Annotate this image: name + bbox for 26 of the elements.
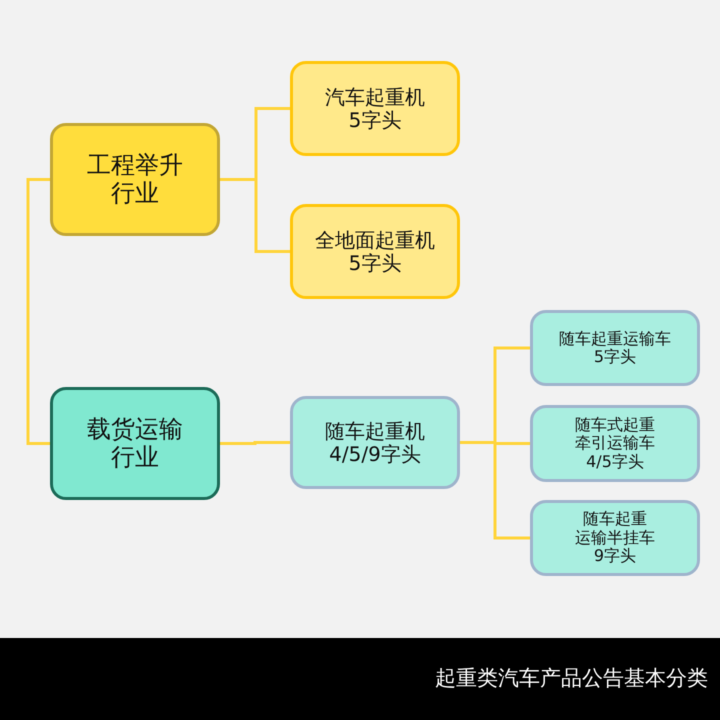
crane-type-label: 全地面起重机	[315, 228, 435, 252]
series-code-label: 4/5字头	[586, 452, 644, 472]
connector-line	[220, 178, 290, 253]
vehicle-type-box	[530, 500, 700, 576]
crane-type-label: 汽车起重机	[325, 86, 425, 108]
industry-box	[50, 123, 220, 236]
caption: 起重类汽车产品公告基本分类	[435, 666, 708, 692]
series-code-label: 5字头	[348, 108, 402, 132]
series-code-label: 9字头	[594, 547, 636, 566]
series-code-label: 5字头	[594, 348, 636, 366]
vehicle-type-label: 随车起重运输半挂车	[575, 510, 655, 548]
vehicle-type-label: 随车起重运输车	[559, 330, 671, 348]
series-code-label: 5字头	[348, 252, 402, 274]
industry-label: 载货运输行业	[87, 416, 183, 472]
vehicle-type-box	[530, 310, 700, 386]
crane-type-box	[290, 204, 460, 299]
connector-line	[220, 441, 290, 445]
vehicle-type-box	[530, 405, 700, 482]
vehicle-type-label: 随车式起重牵引运输车	[575, 416, 655, 453]
connector-line	[26, 178, 50, 445]
crane-type-box	[290, 396, 460, 489]
crane-type-label: 随车起重机	[325, 420, 425, 442]
industry-label: 工程举升行业	[87, 152, 183, 208]
industry-box	[50, 387, 220, 500]
series-code-label: 4/5/9字头	[329, 442, 421, 466]
crane-type-box	[290, 61, 460, 156]
